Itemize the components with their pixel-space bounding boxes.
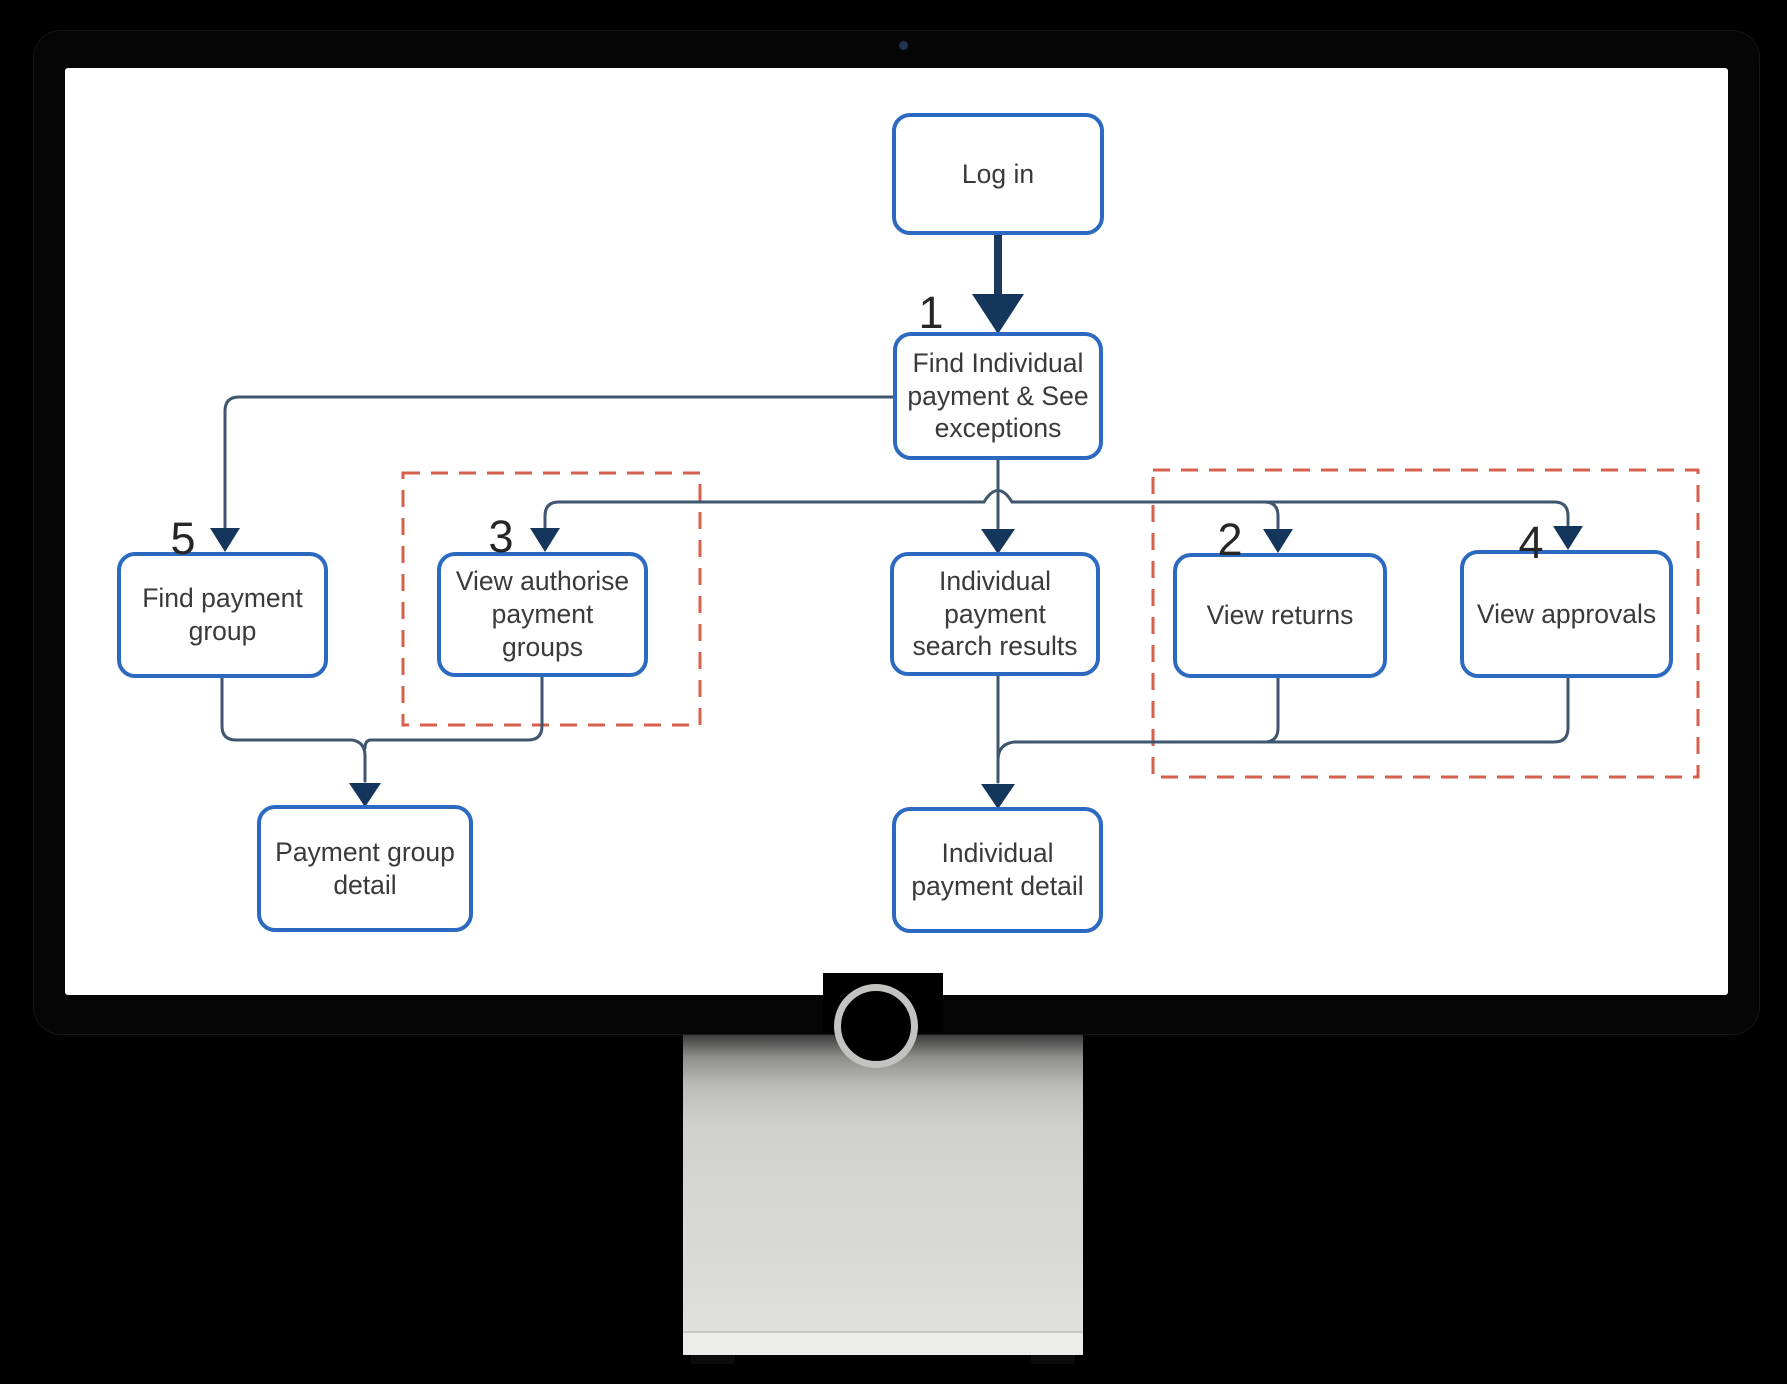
node-view-approvals-label: View approvals (1476, 598, 1657, 629)
step-label-2: 2 (1217, 514, 1243, 565)
stand-foot-left (691, 1355, 735, 1364)
node-view-authorise-payment-groups: View authorise payment groups (437, 552, 648, 677)
node-log-in-label: Log in (961, 158, 1035, 189)
arrowhead-view-returns (1263, 529, 1293, 553)
arrowhead-view-authorise (530, 528, 560, 552)
connector-distribution (543, 489, 1570, 529)
monitor-stand (683, 973, 1083, 1364)
camera-dot-icon (899, 41, 908, 50)
node-log-in: Log in (892, 113, 1104, 235)
arrowhead-find-payment-group (210, 528, 240, 552)
connector-to-view-returns (1262, 500, 1280, 530)
monitor-mockup: Log in Find Individual payment & See exc… (33, 30, 1760, 1035)
node-view-authorise-payment-groups-label: View authorise payment groups (455, 566, 630, 662)
connector-4-to-individual-payment-detail (996, 676, 1570, 762)
node-find-individual-payment-label: Find Individual payment & See exceptions (907, 347, 1089, 444)
node-view-returns: View returns (1173, 553, 1387, 678)
node-individual-payment-detail-label: Individual payment detail (911, 838, 1084, 901)
arrowhead-individual-payment-detail (981, 784, 1015, 809)
arrowhead-search-results (981, 529, 1015, 554)
step-label-5: 5 (170, 513, 196, 564)
arrowhead-find-individual (972, 294, 1024, 334)
highlight-box-step-3 (401, 471, 702, 727)
node-view-approvals: View approvals (1460, 550, 1673, 678)
arrowhead-view-approvals (1553, 526, 1583, 550)
screen: Log in Find Individual payment & See exc… (65, 68, 1728, 995)
stand-foot-right (1031, 1355, 1075, 1364)
node-view-returns-label: View returns (1206, 600, 1354, 631)
node-payment-group-detail-label: Payment group detail (275, 836, 455, 900)
connector-3-to-payment-group-detail (363, 675, 544, 750)
step-label-3: 3 (488, 511, 514, 562)
stand-notch (834, 984, 918, 1068)
node-find-individual-payment: Find Individual payment & See exceptions (893, 332, 1103, 460)
highlight-box-steps-2-4 (1151, 468, 1700, 779)
node-individual-payment-search-results-label: Individual payment search results (912, 565, 1078, 662)
stand-base-lip (683, 1331, 1083, 1355)
node-find-payment-group: Find payment group (117, 552, 328, 678)
node-individual-payment-search-results: Individual payment search results (890, 552, 1100, 676)
connector-5-to-payment-group-detail (220, 676, 367, 783)
arrowhead-payment-group-detail (349, 783, 381, 807)
connector-to-find-payment-group (223, 395, 895, 529)
node-find-payment-group-label: Find payment group (142, 583, 303, 646)
node-individual-payment-detail: Individual payment detail (892, 807, 1103, 933)
connector-2-to-individual-payment-detail (1243, 676, 1280, 744)
step-label-4: 4 (1518, 517, 1544, 568)
step-label-1: 1 (918, 287, 944, 338)
flowchart-connectors (210, 231, 1700, 809)
node-payment-group-detail: Payment group detail (257, 805, 473, 932)
